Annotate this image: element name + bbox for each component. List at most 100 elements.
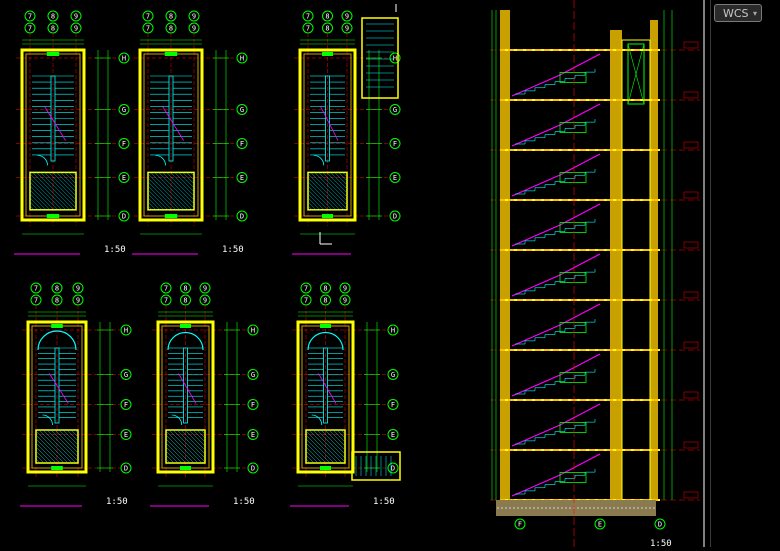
grid-bubble-label: G xyxy=(251,371,255,379)
hatch-line xyxy=(163,172,194,203)
level-tag xyxy=(684,292,698,298)
foundation-dot xyxy=(569,507,571,509)
hatch-line xyxy=(148,182,176,210)
grid-bubble-label: F xyxy=(122,140,126,148)
grid-bubble-label: H xyxy=(393,55,397,63)
foundation-dot xyxy=(545,507,547,509)
grid-bubble-top: 7 xyxy=(25,11,35,21)
grid-bubble-top: 7 xyxy=(31,295,41,305)
landing-label-box xyxy=(560,73,586,83)
foundation-dot xyxy=(609,507,611,509)
stair-flight-pink xyxy=(512,304,600,346)
hatch-line xyxy=(311,172,347,208)
wcs-indicator[interactable]: WCS ▾ xyxy=(714,4,762,22)
door-swing xyxy=(312,415,322,425)
hatch-line xyxy=(306,447,322,463)
hatch-line xyxy=(71,430,78,437)
grid-bubble-top: 7 xyxy=(25,23,35,33)
level-tag xyxy=(684,192,698,198)
grid-bubble-top: 8 xyxy=(181,283,191,293)
hatch-line xyxy=(167,172,194,199)
foundation-dot xyxy=(637,507,639,509)
foundation-dot xyxy=(521,507,523,509)
foundation-dot xyxy=(601,507,603,509)
grid-bubble-label: 7 xyxy=(164,285,168,293)
hatch-line xyxy=(148,194,164,210)
grid-bubble-label: 8 xyxy=(323,285,327,293)
grid-bubble-top: 8 xyxy=(166,23,176,33)
grid-bubble-right: G xyxy=(388,370,398,380)
hatch-line xyxy=(30,194,46,210)
grid-bubble-label: 9 xyxy=(343,285,347,293)
grid-bubble-label: E xyxy=(122,174,126,182)
hatch-line xyxy=(151,172,188,209)
grid-bubble-label: 7 xyxy=(306,25,310,33)
window-marker xyxy=(322,52,333,56)
landing-label-box xyxy=(560,323,586,333)
hatch-line xyxy=(36,439,60,463)
grid-bubble-right: H xyxy=(248,325,258,335)
grid-bubble-right: G xyxy=(248,370,258,380)
level-tag xyxy=(684,342,698,348)
hatch-line xyxy=(30,202,38,210)
grid-bubble-top: 7 xyxy=(143,11,153,21)
grid-bubble-top: 9 xyxy=(342,11,352,21)
grid-bubble-right: H xyxy=(119,53,129,63)
grid-bubble-right: D xyxy=(388,463,398,473)
wcs-label: WCS xyxy=(723,7,749,20)
window-marker xyxy=(47,214,59,218)
grid-bubble-top: 7 xyxy=(161,295,171,305)
grid-bubble-label: 8 xyxy=(325,13,329,21)
foundation-dot xyxy=(557,507,559,509)
section-wall-left xyxy=(500,10,510,500)
grid-bubble-label: G xyxy=(391,371,395,379)
grid-bubble-label: 9 xyxy=(76,297,80,305)
hatch-line xyxy=(317,430,345,458)
grid-bubble-label: D xyxy=(251,465,255,473)
hatch-line xyxy=(189,430,205,446)
hatch-line xyxy=(148,202,156,210)
grid-bubble-right: E xyxy=(121,430,131,440)
stair-flight-pink xyxy=(512,404,600,446)
grid-bubble-right: D xyxy=(390,211,400,221)
grid-bubble-top: 9 xyxy=(73,283,83,293)
landing-label-box xyxy=(560,423,586,433)
grid-bubble-label: 9 xyxy=(345,13,349,21)
grid-bubble-label: 7 xyxy=(34,297,38,305)
grid-bubble-top: 9 xyxy=(189,11,199,21)
hatch-line xyxy=(331,172,347,188)
hatch-line xyxy=(30,174,66,210)
grid-bubble-label: F xyxy=(251,401,255,409)
grid-bubble-label: 9 xyxy=(343,297,347,305)
hatch-line xyxy=(148,174,184,210)
hatch-line xyxy=(329,430,345,446)
landing-label-box xyxy=(560,373,586,383)
grid-bubble-label: 7 xyxy=(164,297,168,305)
hatch-line xyxy=(148,190,168,210)
foundation-dot xyxy=(641,507,643,509)
level-tag xyxy=(684,242,698,248)
grid-bubble-label: 8 xyxy=(169,25,173,33)
hatch-line xyxy=(45,172,76,203)
grid-bubble-label: G xyxy=(124,371,128,379)
window-marker xyxy=(51,466,63,470)
foundation-dot xyxy=(537,507,539,509)
hatch-line xyxy=(166,447,182,463)
grid-bubble-top: 8 xyxy=(181,295,191,305)
foundation-dot xyxy=(577,507,579,509)
grid-bubble-top: 8 xyxy=(48,23,58,33)
grid-bubble-label: 7 xyxy=(28,13,32,21)
grid-bubble-label: 9 xyxy=(74,13,78,21)
hatch-line xyxy=(30,182,58,210)
hatch-line xyxy=(325,430,345,450)
foundation-dot xyxy=(529,507,531,509)
grid-bubble-label: H xyxy=(124,327,128,335)
hatch-line xyxy=(185,430,205,450)
hatch-line xyxy=(166,443,186,463)
grid-bubble-label: G xyxy=(122,106,126,114)
foundation-dot xyxy=(633,507,635,509)
